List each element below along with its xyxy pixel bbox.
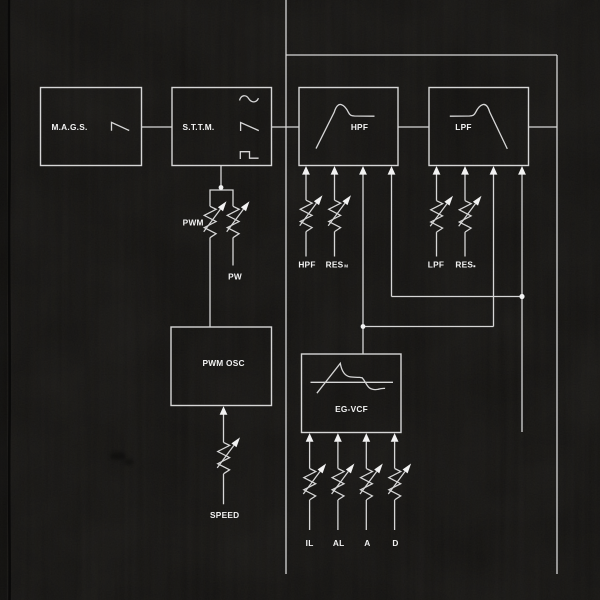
svg-text:D: D <box>392 538 398 548</box>
svg-text:RES: RES <box>455 260 473 270</box>
svg-text:AL: AL <box>333 538 345 548</box>
svg-text:S.T.T.M.: S.T.T.M. <box>183 122 215 132</box>
svg-text:LPF: LPF <box>455 122 471 132</box>
svg-text:LPF: LPF <box>428 260 444 270</box>
svg-text:M.A.G.S.: M.A.G.S. <box>51 122 87 132</box>
svg-text:HPF: HPF <box>351 122 368 132</box>
svg-text:IL: IL <box>306 538 314 548</box>
svg-text:PWM: PWM <box>183 217 204 227</box>
svg-text:PWM OSC: PWM OSC <box>202 358 244 368</box>
svg-text:PW: PW <box>228 271 242 281</box>
svg-text:A: A <box>364 538 370 548</box>
svg-text:M: M <box>344 263 348 268</box>
svg-text:RES: RES <box>326 259 344 269</box>
svg-text:HPF: HPF <box>298 259 315 269</box>
svg-text:SPEED: SPEED <box>210 510 239 520</box>
svg-text:EG-VCF: EG-VCF <box>335 404 368 414</box>
